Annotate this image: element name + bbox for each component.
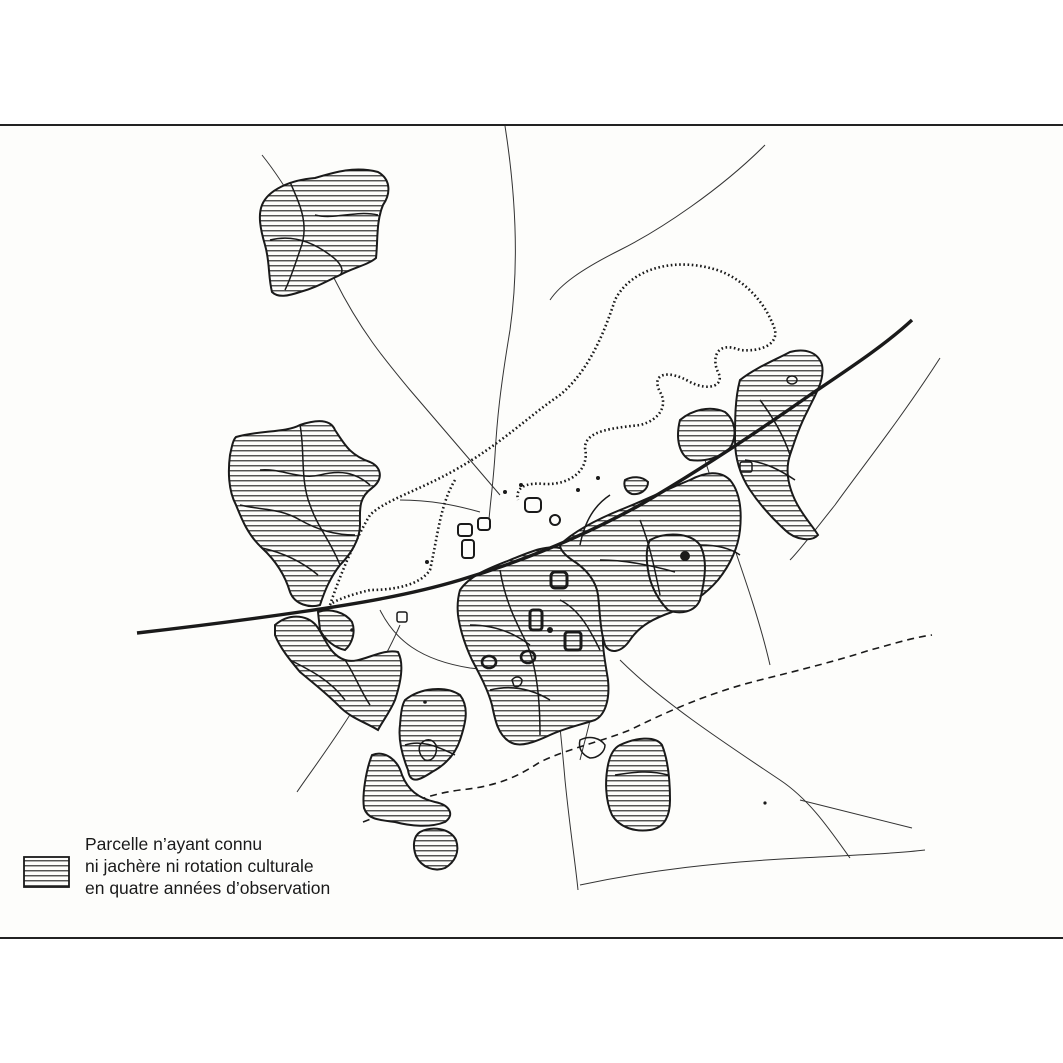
dashed-line	[362, 634, 933, 823]
small-features	[396, 375, 798, 762]
track-far-southeast	[799, 799, 913, 829]
parcel-north	[258, 168, 390, 297]
parcel-east-low	[645, 533, 706, 614]
parcel-west-small	[316, 609, 355, 652]
point-markers	[350, 476, 767, 805]
parcel-south-1	[398, 688, 467, 781]
legend-line-3: en quatre années d’observation	[85, 878, 330, 898]
legend: Parcelle n’ayant connu ni jachère ni rot…	[23, 834, 330, 898]
main-road	[136, 318, 914, 635]
parcel-southeast	[605, 737, 672, 832]
parcel-west-south	[274, 615, 403, 732]
track-east	[789, 357, 941, 561]
legend-swatch	[23, 856, 70, 888]
legend-line-2: ni jachère ni rotation culturale	[85, 856, 314, 876]
parcel-center	[456, 546, 611, 746]
track-southeast	[619, 659, 851, 859]
parcel-east	[733, 349, 824, 541]
hatched-parcels	[227, 168, 824, 871]
track-bottom	[579, 849, 926, 886]
parcel-west-north	[227, 420, 381, 608]
parcel-small-1	[623, 476, 650, 496]
track-west-loop	[399, 499, 481, 513]
track-north-south	[488, 125, 516, 521]
parcel-divisions	[239, 181, 796, 776]
parcel-south-2	[362, 752, 452, 827]
map-frame	[0, 124, 1063, 939]
legend-line-1: Parcelle n’ayant connu	[85, 834, 262, 854]
parcel-south-3	[412, 827, 459, 871]
track-northeast	[549, 144, 766, 301]
